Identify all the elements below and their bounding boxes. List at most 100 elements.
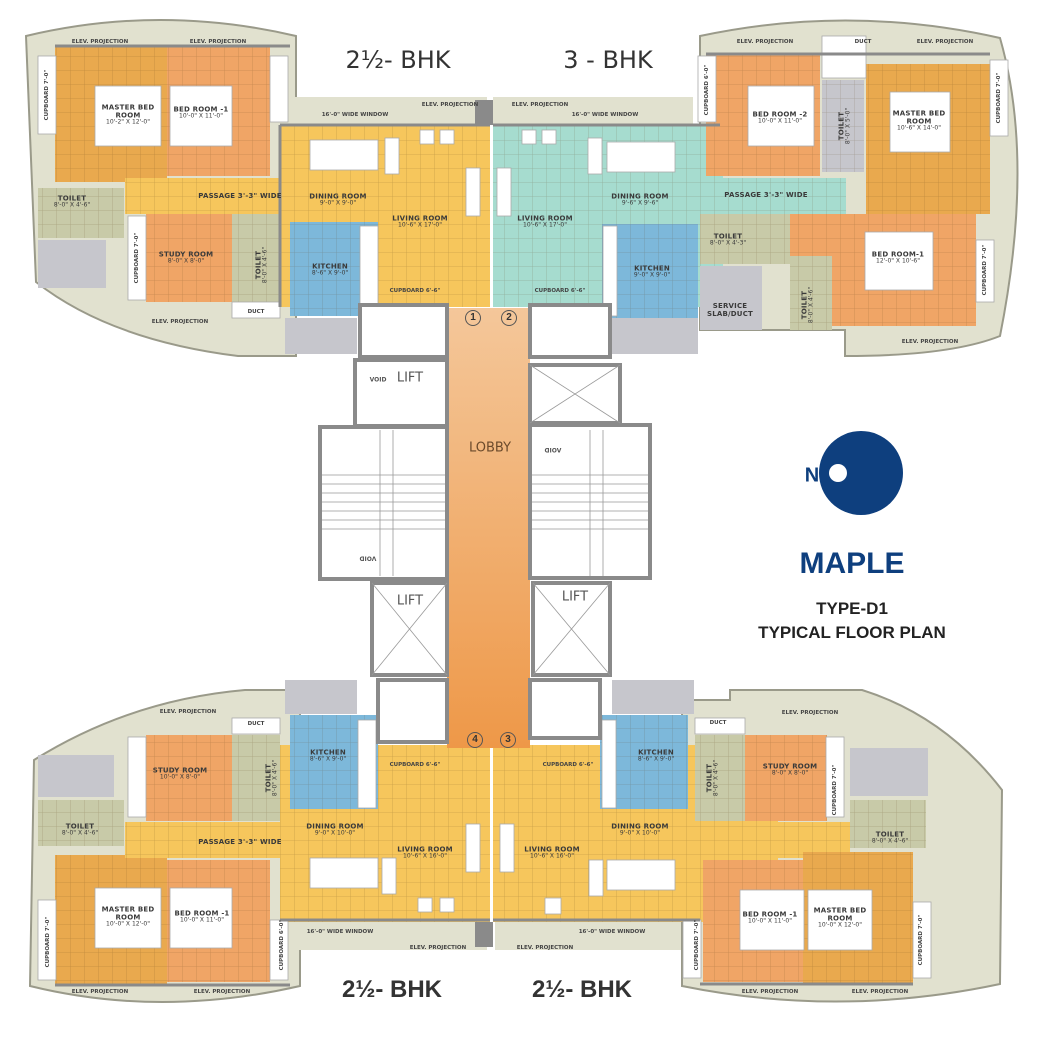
room-name: BED ROOM -1	[174, 909, 230, 918]
lift-cross-mark	[529, 364, 621, 424]
north-compass-icon	[819, 431, 903, 515]
cupboard	[37, 55, 57, 135]
room-size: 10'-0" X 8'-0"	[159, 773, 201, 781]
service-slab	[285, 318, 357, 354]
room-size: 10'-6" X 17'-0"	[398, 221, 442, 229]
room-size: 8'-0" X 5'-0"	[844, 107, 852, 145]
room-name: LIVING ROOM	[392, 214, 448, 223]
service-slab	[850, 748, 928, 796]
room-label: SERVICE SLAB/DUCT	[705, 302, 755, 318]
plan-annotation: ELEV. PROJECTION	[151, 319, 209, 325]
plan-annotation: DUCT	[854, 39, 872, 45]
room-size: 12'-0" X 10'-6"	[876, 257, 920, 265]
utility-room	[528, 678, 602, 740]
room-size: 10'-0" X 11'-0"	[758, 117, 802, 125]
lift-cross-mark	[371, 582, 448, 676]
plan-annotation: DUCT	[247, 309, 265, 315]
cupboard	[912, 901, 932, 979]
lift-lobby-room	[528, 303, 612, 359]
room-label: PASSAGE 3'-3" WIDE	[716, 191, 816, 199]
north-label: N	[804, 464, 820, 487]
plan-annotation: 16'-0" WIDE WINDOW	[571, 112, 639, 118]
room-size: 10'-0" X 12'-0"	[106, 920, 150, 928]
plan-annotation: CUPBOARD 6'-6"	[389, 762, 441, 768]
toilet-tiles	[232, 735, 280, 821]
plan-annotation: ELEV. PROJECTION	[409, 945, 467, 951]
room-name: BED ROOM -1	[173, 105, 229, 114]
duct	[231, 717, 281, 735]
toilet-tiles	[38, 188, 124, 238]
toilet-tiles	[790, 256, 832, 330]
room-size: 8'-0" X 4'-6"	[61, 829, 99, 837]
service-slab	[38, 755, 114, 797]
room-name: SERVICE SLAB/DUCT	[706, 301, 754, 318]
service-slab	[285, 680, 357, 714]
study-room-tiles	[146, 214, 232, 302]
room-name: MASTER BED ROOM	[813, 906, 867, 923]
plan-annotation: ELEV. PROJECTION	[159, 709, 217, 715]
duct	[231, 301, 281, 319]
cupboard	[825, 736, 845, 818]
room-size: 10'-0" X 12'-0"	[818, 921, 862, 929]
kitchen-counter	[357, 719, 377, 809]
plan-annotation: DUCT	[247, 721, 265, 727]
room-size: 8'-0" X 4'-6"	[712, 759, 720, 797]
service-slab	[38, 240, 106, 288]
room-size: 8'-6" X 9'-0"	[637, 755, 675, 763]
room-name: BED ROOM -1	[742, 910, 798, 919]
room-name: PASSAGE 3'-3" WIDE	[724, 190, 808, 199]
room-name: TOILET	[875, 830, 905, 839]
armchair	[439, 129, 455, 145]
duct	[694, 717, 746, 735]
flat-number-3: 3	[500, 732, 516, 748]
plan-annotation: ELEV. PROJECTION	[916, 39, 974, 45]
sofa	[499, 823, 515, 873]
lobby	[447, 308, 530, 748]
bed-label-box	[889, 91, 951, 153]
room-size: 8'-0" X 8'-0"	[167, 257, 205, 265]
plan-annotation: ELEV. PROJECTION	[193, 989, 251, 995]
plan-annotation: 16'-0" WIDE WINDOW	[306, 929, 374, 935]
plan-annotation: ELEV. PROJECTION	[741, 989, 799, 995]
room-name: DINING ROOM	[611, 822, 669, 831]
room-size: 10'-6" X 14'-0"	[897, 124, 941, 132]
plan-annotation: ELEV. PROJECTION	[71, 989, 129, 995]
dining-table	[309, 857, 379, 889]
toilet-tiles	[850, 800, 926, 848]
plan-annotation: CUPBOARD 7'-0"	[832, 764, 838, 816]
plan-annotation: CUPBOARD 7'-0"	[44, 69, 50, 121]
plan-annotation: CUPBOARD 6'-0"	[704, 64, 710, 116]
service-slab	[612, 680, 694, 714]
room-size: 9'-0" X 9'-0"	[319, 199, 357, 207]
room-name: MASTER BED ROOM	[892, 109, 946, 126]
lift-label: LIFT	[396, 370, 424, 386]
plan-annotation: CUPBOARD 7'-0"	[694, 919, 700, 971]
room-label: PASSAGE 3'-3" WIDE	[190, 192, 290, 200]
armchair	[541, 129, 557, 145]
dining-table	[606, 141, 676, 173]
plan-annotation: DUCT	[709, 720, 727, 726]
dining-table	[309, 139, 379, 171]
utility-room	[376, 678, 449, 744]
sofa	[465, 167, 481, 217]
plan-annotation: ELEV. PROJECTION	[901, 339, 959, 345]
room-name: KITCHEN	[312, 262, 348, 271]
service-slab	[612, 318, 698, 354]
lift-label: LIFT	[396, 593, 424, 609]
unit-type-heading: 3 - BHK	[563, 46, 653, 74]
